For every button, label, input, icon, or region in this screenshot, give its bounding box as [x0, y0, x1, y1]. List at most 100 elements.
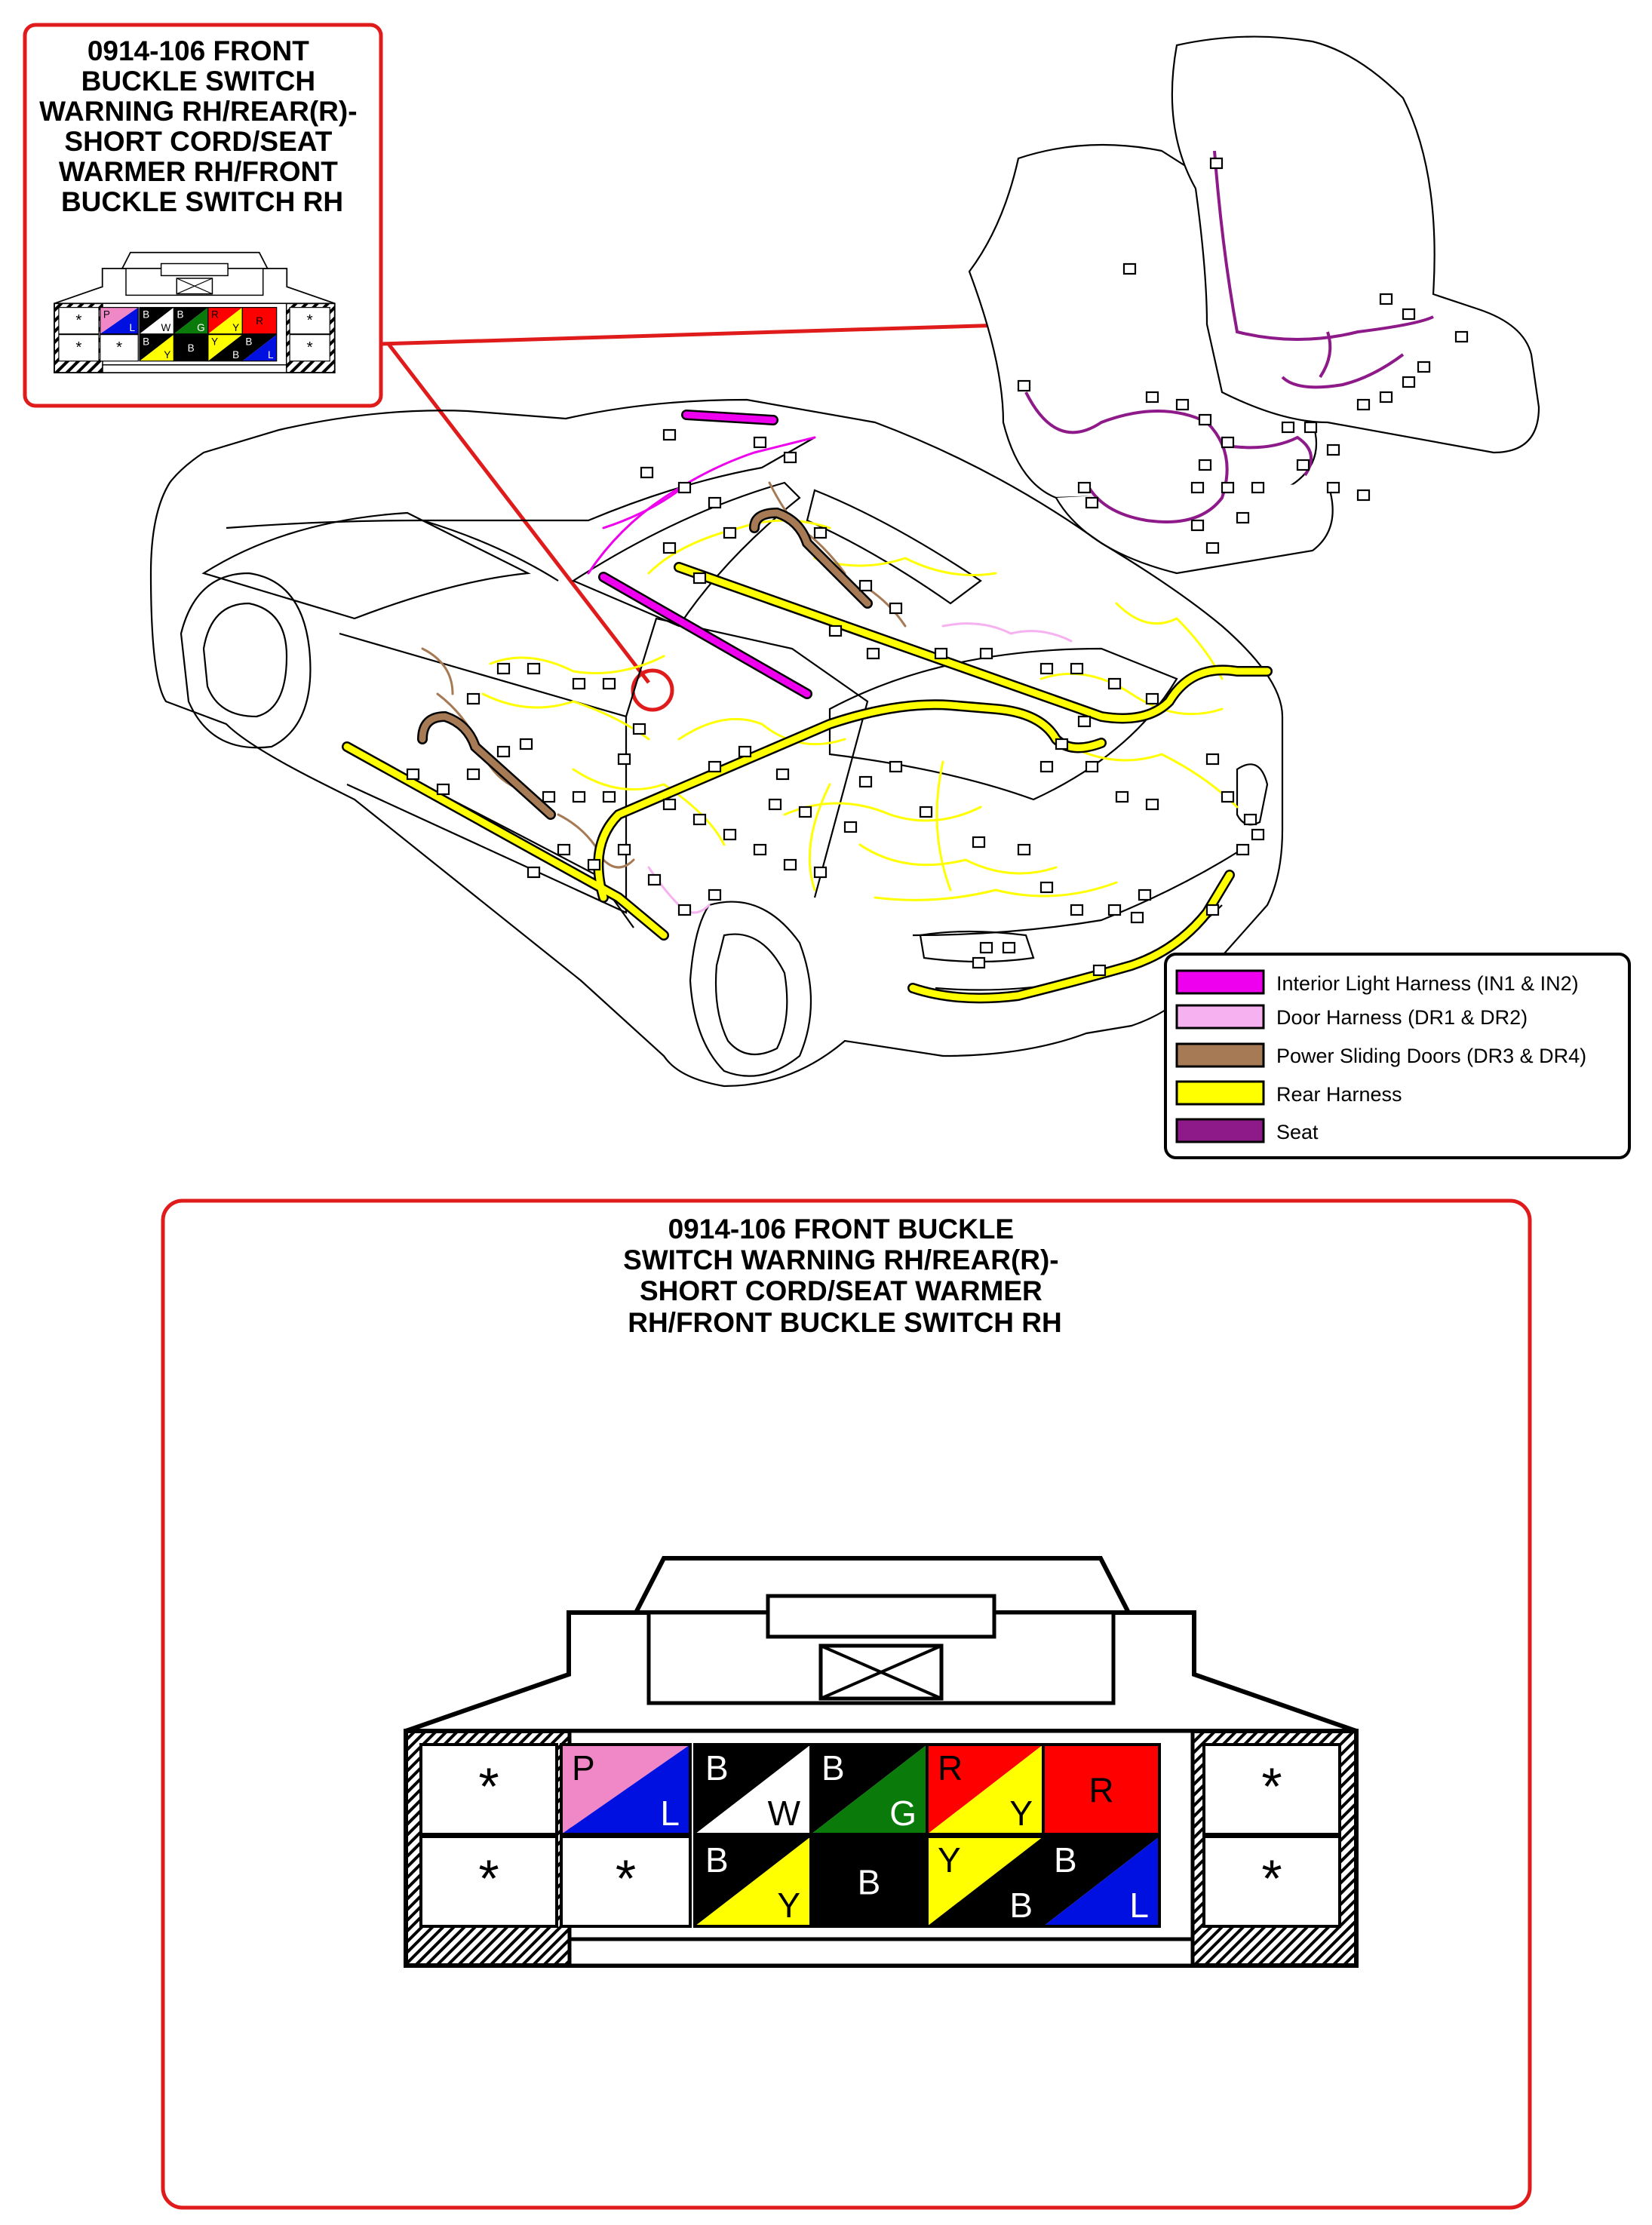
harness-connector-marker — [572, 790, 586, 803]
wire-color-label: Y — [164, 349, 170, 361]
legend-item-seat: Seat — [1175, 1118, 1319, 1143]
callout-title-line: WARNING RH/REAR(R)- — [39, 96, 357, 127]
dummy-pin-label: * — [616, 1849, 636, 1908]
harness-connector-marker — [783, 858, 797, 871]
detail-title-line: SHORT CORD/SEAT WARMER — [640, 1275, 1042, 1306]
connector-pin-main-1-6 — [1042, 1743, 1161, 1836]
dummy-pin-label: * — [75, 312, 81, 329]
legend-swatch — [1175, 1080, 1265, 1106]
harness-connector-marker — [617, 753, 631, 766]
harness-connector-marker — [723, 828, 737, 841]
connector-pin-thumb-1-2-stripe — [100, 307, 139, 334]
harness-connector-marker — [783, 451, 797, 464]
connector-pin-thumb-2-4 — [173, 334, 209, 362]
harness-connector-marker — [1379, 391, 1393, 404]
wire-color-label: Y — [232, 322, 239, 333]
connector-pin-main-2-7 — [1202, 1835, 1341, 1928]
harness-connector-marker — [1115, 790, 1129, 803]
harness-connector-marker — [1122, 262, 1137, 275]
callout-title-line: BUCKLE SWITCH — [81, 66, 315, 97]
harness-connector-marker — [738, 745, 752, 758]
dummy-pin-label: * — [1261, 1757, 1282, 1816]
legend-swatch — [1175, 1118, 1265, 1143]
harness-connector-marker — [813, 526, 828, 539]
legend-label: Seat — [1276, 1121, 1319, 1143]
harness-connector-marker — [542, 790, 556, 803]
connector-pin-main-2-6 — [1042, 1835, 1161, 1928]
connector-pin-thumb-1-3-stripe — [139, 307, 174, 334]
harness-connector-marker — [1039, 662, 1054, 675]
harness-connector-marker — [527, 662, 541, 675]
harness-connector-marker — [1205, 542, 1220, 554]
harness-connector-marker — [662, 798, 677, 811]
connector-base-thumb — [102, 364, 287, 373]
harness-connector-marker — [1417, 361, 1431, 373]
harness-connector-marker — [1209, 157, 1224, 170]
wire-color-label: R — [938, 1748, 963, 1788]
harness-connector-marker — [889, 760, 903, 773]
harness-connector-marker — [708, 760, 722, 773]
harness-connector-marker — [527, 866, 541, 879]
wire-color-label: W — [768, 1794, 801, 1833]
seat-illustration — [968, 35, 1540, 575]
harness-connector-marker — [1017, 379, 1031, 392]
harness-connector-marker — [1356, 489, 1371, 502]
connector-pin-thumb-2-6-primary — [242, 334, 277, 361]
harness-connector-marker — [775, 768, 790, 781]
wire-color-label: B — [1009, 1886, 1033, 1925]
connector-pin-thumb-1-6 — [241, 307, 278, 335]
harness-connector-marker — [723, 526, 737, 539]
harness-connector-marker — [466, 768, 481, 781]
harness-connector-marker — [436, 783, 450, 796]
wire-color-label: B — [705, 1748, 729, 1788]
connector-pin-main-2-1 — [419, 1835, 558, 1928]
harness-connector-marker — [1039, 760, 1054, 773]
seat-connector-markers — [1017, 157, 1469, 554]
dummy-pin-label: * — [307, 312, 313, 329]
legend-label: Power Sliding Doors (DR3 & DR4) — [1276, 1045, 1586, 1067]
harness-connector-marker — [753, 843, 767, 856]
legend-item-power-sliding-doors: Power Sliding Doors (DR3 & DR4) — [1175, 1042, 1586, 1068]
connector-pin-main-1-2 — [560, 1743, 692, 1836]
connector-key-thumb — [160, 262, 229, 277]
harness-connector-marker — [866, 647, 880, 660]
callout-title-line: SHORT CORD/SEAT — [64, 126, 332, 157]
wire-color-label: B — [821, 1748, 845, 1788]
vehicle-connector-markers — [406, 428, 1265, 977]
wire-color-label: B — [177, 308, 184, 320]
wire-color-label: R — [1089, 1771, 1113, 1810]
harness-connector-marker — [692, 572, 707, 585]
wire-color-label: L — [660, 1794, 680, 1833]
harness-connector-marker — [1198, 459, 1212, 471]
harness-connector-marker — [519, 738, 533, 750]
harness-connector-marker — [979, 647, 993, 660]
harness-connector-marker — [1145, 798, 1159, 811]
harness-connector-marker — [1205, 904, 1220, 916]
harness-connector-marker — [979, 941, 993, 954]
wire-color-label: Y — [211, 336, 218, 347]
connector-pin-thumb-2-2 — [100, 334, 139, 362]
detail-title-line: RH/FRONT BUCKLE SWITCH RH — [628, 1307, 1062, 1338]
wire-color-label: G — [197, 322, 205, 333]
harness-connector-marker — [1145, 391, 1159, 404]
connector-pin-main-1-7 — [1202, 1743, 1341, 1836]
harness-connector-marker — [1138, 888, 1152, 901]
detail-title-line: 0914-106 FRONT BUCKLE — [668, 1214, 1015, 1244]
harness-connector-marker — [1326, 443, 1340, 456]
harness-connector-marker — [496, 662, 511, 675]
callout-title: 0914-106 FRONT BUCKLE SWITCH WARNING RH/… — [39, 35, 365, 217]
harness-connector-marker — [662, 542, 677, 554]
connector-pin-main-1-4-stripe — [811, 1745, 927, 1834]
wire-color-label: P — [572, 1748, 595, 1788]
vehicle-illustration — [149, 398, 1284, 1088]
connector-pin-main-2-2 — [560, 1835, 692, 1928]
harness-connector-marker — [1070, 904, 1084, 916]
harness-connector-marker — [647, 873, 662, 886]
harness-connector-marker — [496, 745, 511, 758]
connector-pin-thumb-1-4-primary — [173, 307, 208, 334]
harness-connector-marker — [1221, 481, 1235, 494]
harness-connector-marker — [640, 466, 654, 479]
harness-connector-marker — [466, 692, 481, 705]
